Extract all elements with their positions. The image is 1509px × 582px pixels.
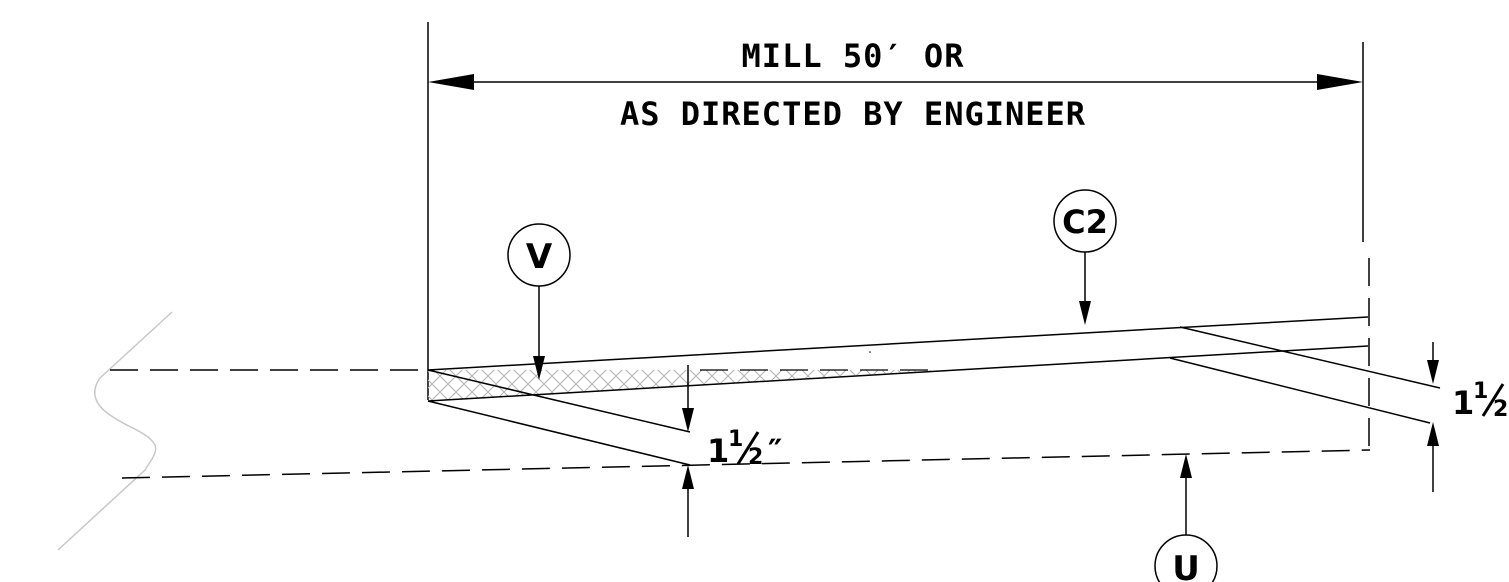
mill-length-dimension xyxy=(428,74,1363,90)
dimension-label-line2: AS DIRECTED BY ENGINEER xyxy=(620,95,1086,133)
svg-text:″: ″ xyxy=(768,432,782,470)
drafting-dot xyxy=(869,351,871,353)
overlay-lines xyxy=(427,316,1441,466)
base-course-line xyxy=(121,449,1371,479)
dimension-arrow-left xyxy=(428,74,474,90)
svg-text:1: 1 xyxy=(1473,379,1488,404)
left-thickness-dimension xyxy=(682,365,694,537)
svg-text:1: 1 xyxy=(728,427,743,452)
right-thickness-dimension xyxy=(1427,342,1439,492)
svg-text:V: V xyxy=(526,237,553,277)
svg-text:1: 1 xyxy=(1452,384,1474,422)
dimension-label-line1: MILL 50′ OR xyxy=(742,37,965,75)
callout-c2: C2 xyxy=(1053,189,1117,325)
svg-text:2: 2 xyxy=(1493,397,1508,422)
left-thickness-label: 1 1 2 ″ xyxy=(707,427,782,470)
callout-v: V xyxy=(507,223,571,380)
svg-text:2: 2 xyxy=(748,445,763,470)
callout-u: U xyxy=(1154,454,1218,582)
svg-text:C2: C2 xyxy=(1062,203,1108,241)
break-line xyxy=(57,311,173,551)
svg-text:U: U xyxy=(1172,549,1200,582)
right-thickness-label: 1 1 2 xyxy=(1452,379,1508,422)
dimension-arrow-right xyxy=(1317,74,1363,90)
svg-text:1: 1 xyxy=(707,432,729,470)
